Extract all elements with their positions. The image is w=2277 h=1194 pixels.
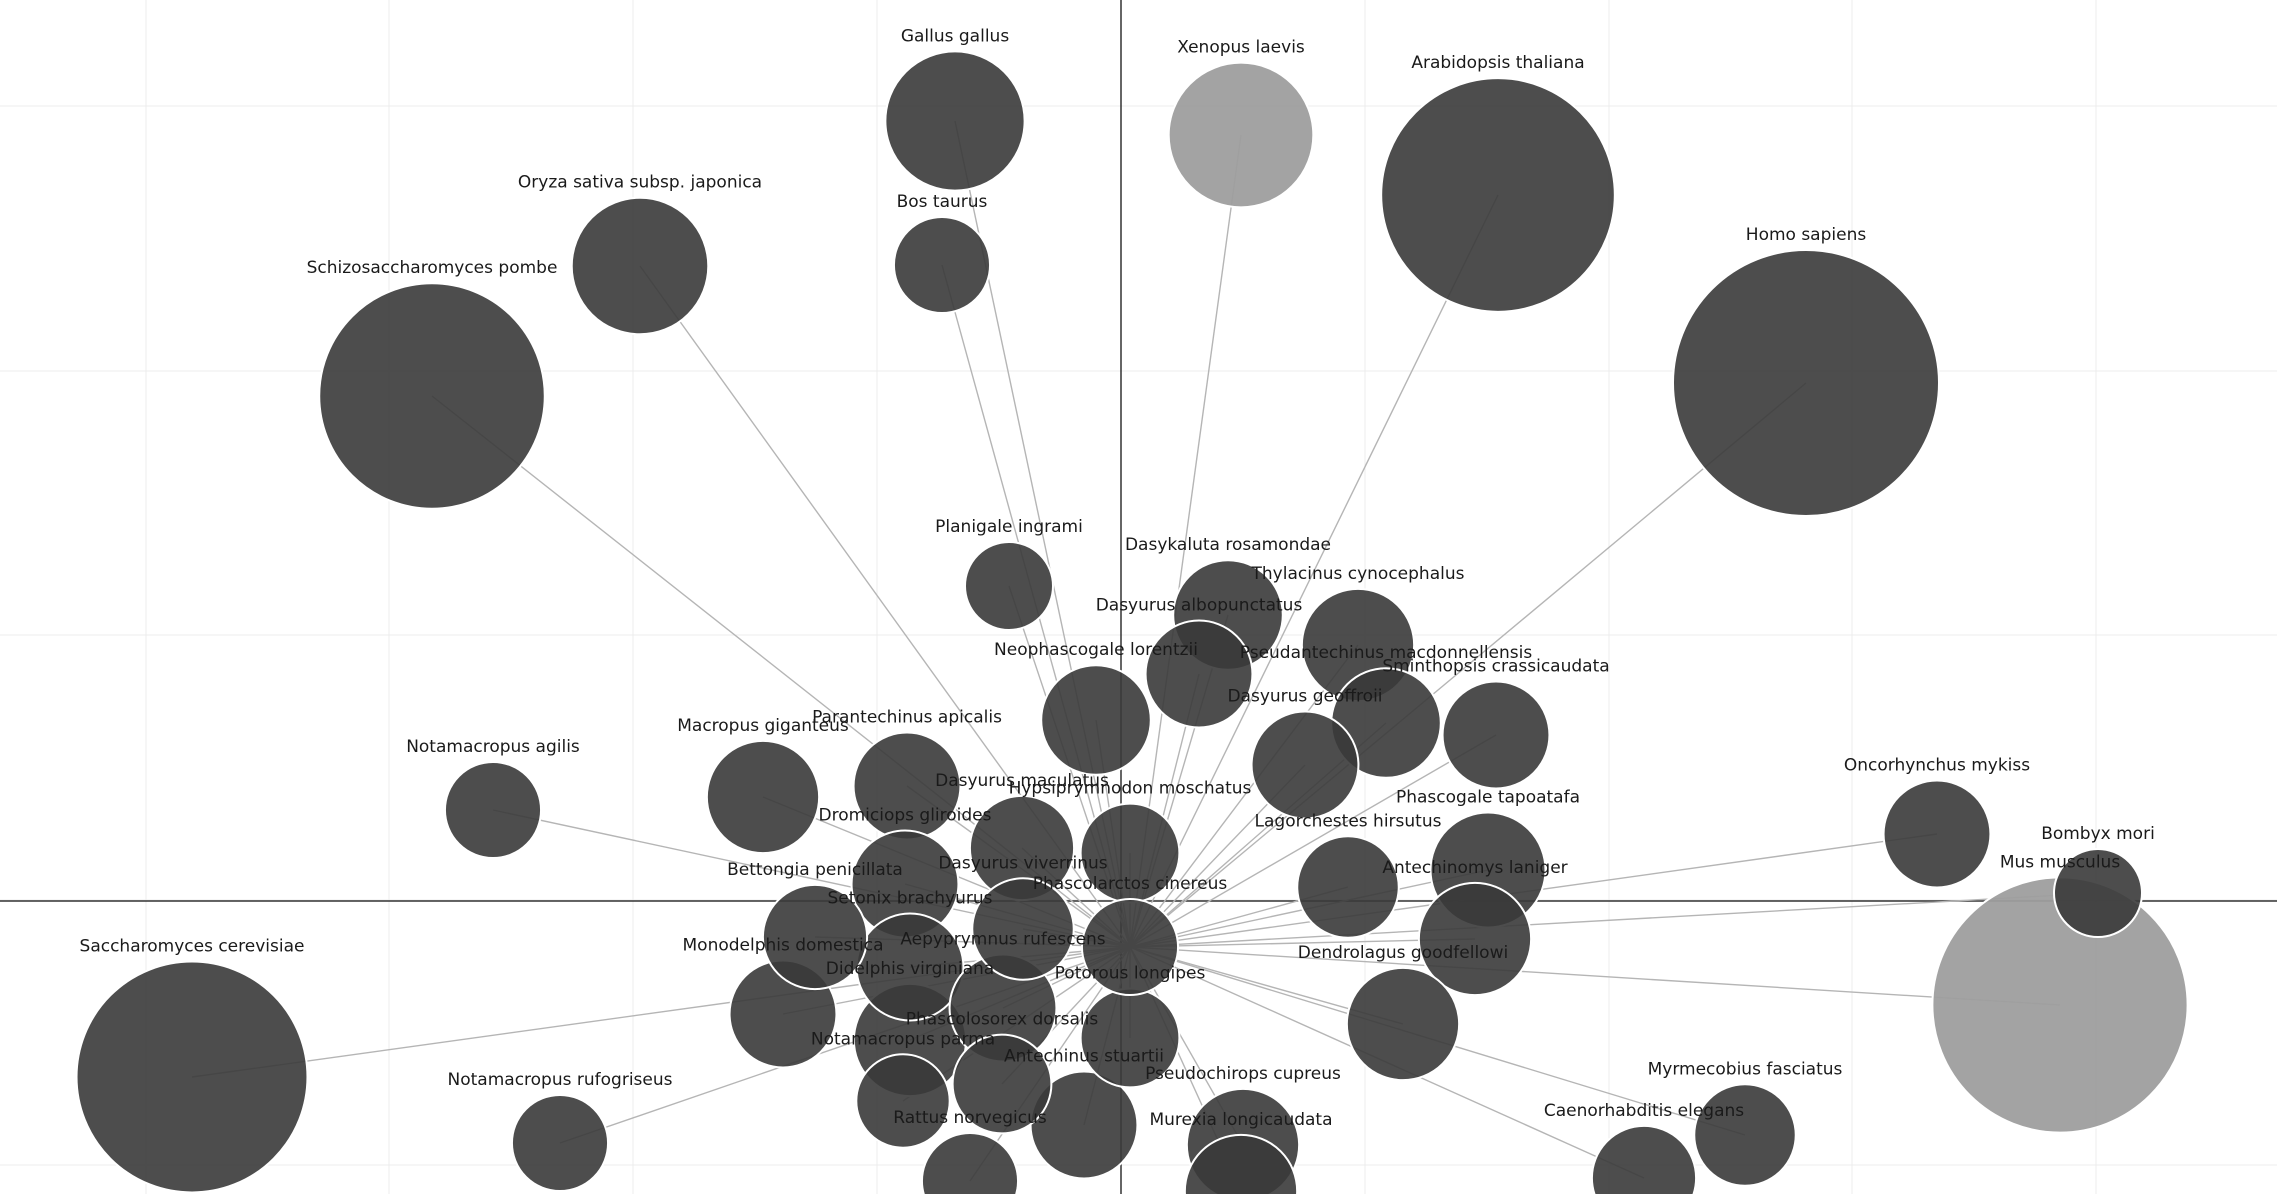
label-dasyurus-viverrinus: Dasyurus viverrinus [938, 853, 1107, 873]
label-sminthopsis-crassicaudata: Sminthopsis crassicaudata [1382, 657, 1609, 677]
label-phascolosorex-dorsalis: Phascolosorex dorsalis [906, 1010, 1099, 1030]
label-pseudochirops-cupreus: Pseudochirops cupreus [1145, 1064, 1341, 1084]
node-phascolosorex-dorsalis[interactable] [951, 1033, 1053, 1135]
edge-bombyx-mori [1129, 892, 2099, 948]
node-rattus-norvegicus[interactable] [920, 1131, 1020, 1194]
label-setonix-brachyurus: Setonix brachyurus [827, 889, 992, 909]
label-dasyurus-albopunctatus: Dasyurus albopunctatus [1096, 596, 1303, 616]
label-notamacropus-rufogriseus: Notamacropus rufogriseus [448, 1070, 673, 1090]
label-bos-taurus: Bos taurus [897, 192, 988, 212]
label-arabidopsis-thaliana: Arabidopsis thaliana [1411, 53, 1584, 73]
label-neophascogale-lorentzii: Neophascogale lorentzii [994, 640, 1198, 660]
node-homo-sapiens[interactable] [1672, 249, 1940, 517]
edge-arabidopsis-thaliana [1129, 194, 1499, 948]
label-notamacropus-agilis: Notamacropus agilis [406, 737, 580, 757]
label-hypsiprymnodon-moschatus: Hypsiprymnodon moschatus [1009, 779, 1252, 799]
node-arabidopsis-thaliana[interactable] [1380, 77, 1616, 313]
label-gallus-gallus: Gallus gallus [901, 26, 1010, 46]
label-dasyurus-geoffroii: Dasyurus geoffroii [1227, 687, 1382, 707]
label-schizosaccharomyces-pombe: Schizosaccharomyces pombe [307, 258, 558, 278]
label-saccharomyces-cerevisiae: Saccharomyces cerevisiae [80, 937, 305, 957]
node-caenorhabditis-elegans[interactable] [1590, 1124, 1698, 1194]
node-phascolarctos-cinereus[interactable] [1080, 897, 1180, 997]
label-dasyurus-maculatus: Dasyurus maculatus [935, 771, 1109, 791]
label-mus-musculus: Mus musculus [2000, 852, 2121, 872]
label-antechinus-stuartii: Antechinus stuartii [1004, 1047, 1164, 1067]
label-phascogale-tapoatafa: Phascogale tapoatafa [1396, 788, 1580, 808]
label-pseudantechinus-macdonnellensis: Pseudantechinus macdonnellensis [1240, 643, 1533, 663]
node-murexia-longicaudata[interactable] [1183, 1133, 1299, 1194]
label-caenorhabditis-elegans: Caenorhabditis elegans [1544, 1101, 1744, 1121]
label-oryza-sativa-subsp-japonica: Oryza sativa subsp. japonica [518, 173, 762, 193]
node-dasyurus-geoffroii[interactable] [1250, 710, 1360, 820]
label-dromiciops-gliroides: Dromiciops gliroides [819, 806, 992, 826]
edge-mus-musculus [1129, 946, 2061, 1006]
edge-sminthopsis-crassicaudata [1129, 734, 1497, 948]
nodes [75, 50, 2189, 1194]
node-bettongia-penicillata[interactable] [761, 883, 869, 991]
label-rattus-norvegicus: Rattus norvegicus [893, 1108, 1047, 1128]
label-macropus-giganteus: Macropus giganteus [677, 716, 849, 736]
label-phascolarctos-cinereus: Phascolarctos cinereus [1033, 874, 1228, 894]
label-notamacropus-parma: Notamacropus parma [811, 1029, 995, 1049]
node-planigale-ingrami[interactable] [964, 541, 1054, 631]
node-antechinomys-laniger[interactable] [1417, 881, 1533, 997]
node-dasyurus-viverrinus[interactable] [971, 877, 1075, 981]
label-bettongia-penicillata: Bettongia penicillata [727, 860, 903, 880]
edge-thylacinus-cynocephalus [1129, 644, 1359, 948]
node-bombyx-mori[interactable] [2053, 848, 2143, 938]
label-dendrolagus-goodfellowi: Dendrolagus goodfellowi [1298, 943, 1508, 963]
node-oryza-sativa-subsp-japonica[interactable] [570, 196, 710, 336]
node-lagorchestes-hirsutus[interactable] [1296, 835, 1400, 939]
label-parantechinus-apicalis: Parantechinus apicalis [812, 708, 1002, 728]
node-notamacropus-rufogriseus[interactable] [510, 1093, 610, 1193]
node-dasyurus-albopunctatus[interactable] [1144, 619, 1254, 729]
label-murexia-longicaudata: Murexia longicaudata [1149, 1110, 1332, 1130]
edge-homo-sapiens [1129, 382, 1807, 948]
label-monodelphis-domestica: Monodelphis domestica [683, 936, 884, 956]
label-potorous-longipes: Potorous longipes [1055, 964, 1206, 984]
label-thylacinus-cynocephalus: Thylacinus cynocephalus [1251, 564, 1465, 584]
node-macropus-giganteus[interactable] [705, 739, 821, 855]
node-neophascogale-lorentzii[interactable] [1040, 664, 1152, 776]
node-schizosaccharomyces-pombe[interactable] [318, 282, 546, 510]
node-myrmecobius-fasciatus[interactable] [1693, 1083, 1797, 1187]
label-lagorchestes-hirsutus: Lagorchestes hirsutus [1255, 811, 1442, 831]
node-sminthopsis-crassicaudata[interactable] [1441, 680, 1551, 790]
node-dendrolagus-goodfellowi[interactable] [1345, 966, 1461, 1082]
label-homo-sapiens: Homo sapiens [1746, 225, 1867, 245]
label-didelphis-virginiana: Didelphis virginiana [826, 959, 994, 979]
label-antechinomys-laniger: Antechinomys laniger [1382, 858, 1567, 878]
node-gallus-gallus[interactable] [884, 50, 1026, 192]
node-bos-taurus[interactable] [892, 215, 992, 315]
node-xenopus-laevis[interactable] [1167, 61, 1315, 209]
label-aepyprymnus-rufescens: Aepyprymnus rufescens [900, 930, 1105, 950]
label-xenopus-laevis: Xenopus laevis [1177, 38, 1305, 58]
node-notamacropus-parma[interactable] [855, 1053, 951, 1149]
node-saccharomyces-cerevisiae[interactable] [75, 960, 309, 1194]
node-notamacropus-agilis[interactable] [443, 760, 543, 860]
label-dasykaluta-rosamondae: Dasykaluta rosamondae [1125, 535, 1331, 555]
label-myrmecobius-fasciatus: Myrmecobius fasciatus [1648, 1059, 1843, 1079]
label-bombyx-mori: Bombyx mori [2041, 824, 2155, 844]
edge-antechinomys-laniger [1129, 938, 1476, 948]
node-oncorhynchus-mykiss[interactable] [1882, 779, 1992, 889]
label-planigale-ingrami: Planigale ingrami [935, 517, 1083, 537]
label-oncorhynchus-mykiss: Oncorhynchus mykiss [1844, 756, 2030, 776]
